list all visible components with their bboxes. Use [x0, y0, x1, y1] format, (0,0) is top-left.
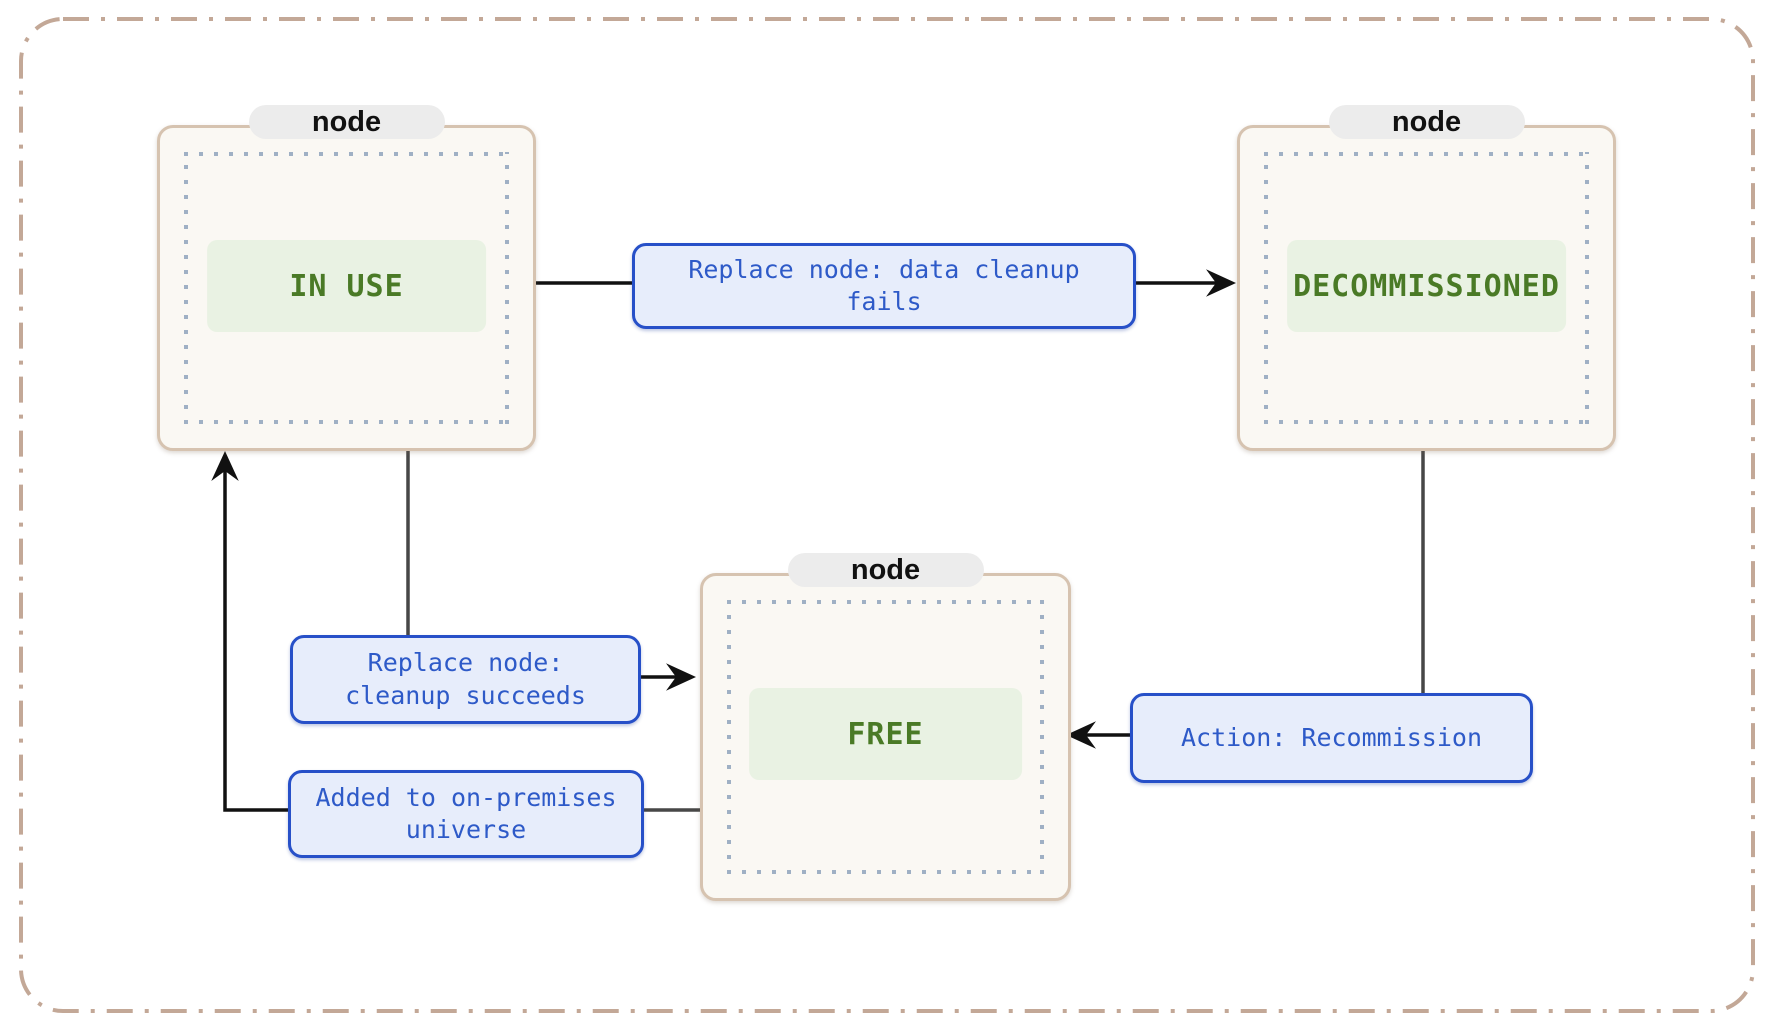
outer-dashed-frame [19, 17, 1755, 1013]
edge-label-replace-node-cleanup-succeeds: Replace node: cleanup succeeds [290, 635, 641, 724]
node-type-badge-label: node [311, 105, 382, 138]
state-node-in-use: node IN USE [157, 105, 536, 451]
edge-label-added-to-in-use [211, 451, 288, 812]
node-type-badge-label: node [850, 553, 921, 586]
state-node-decommissioned: node DECOMMISSIONED [1237, 105, 1616, 451]
state-label-free: FREE [748, 688, 1023, 780]
edge-label-replace-node-data-cleanup-fails: Replace node: data cleanup fails [632, 243, 1136, 329]
state-label-decommissioned: DECOMMISSIONED [1286, 240, 1567, 332]
node-type-badge: node [248, 105, 445, 139]
node-type-badge: node [787, 553, 984, 587]
state-label-in-use: IN USE [206, 240, 487, 332]
edge-label-added-to-on-premises-universe: Added to on-premises universe [288, 770, 644, 858]
state-node-free: node FREE [700, 553, 1071, 901]
node-type-badge: node [1328, 105, 1525, 139]
node-type-badge-label: node [1391, 105, 1462, 138]
edge-label-action-recommission: Action: Recommission [1130, 693, 1533, 783]
